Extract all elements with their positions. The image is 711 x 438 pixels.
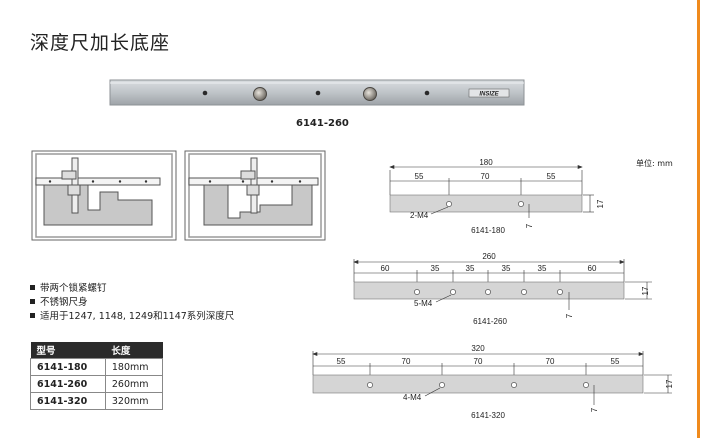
hole-callout: 2-M4 — [410, 211, 429, 220]
dim-segment: 60 — [588, 264, 597, 273]
header-model: 型号 — [30, 342, 106, 359]
cell-model: 6141-320 — [30, 392, 106, 410]
dim-height: 17 — [641, 286, 650, 295]
technical-drawing-6141-320 — [312, 351, 672, 405]
page-edge-stripe — [697, 0, 700, 438]
cell-length: 320mm — [104, 392, 164, 410]
brand-logo — [468, 88, 510, 98]
unit-label: 单位: mm — [636, 159, 673, 168]
page-title: 深度尺加长底座 — [30, 32, 171, 54]
table-header-row: 型号 长度 — [30, 342, 163, 359]
dim-segment: 70 — [546, 357, 555, 366]
technical-drawing-6141-180 — [389, 164, 594, 218]
table-row: 6141-180 180mm — [30, 358, 164, 376]
bullet-square-icon — [30, 299, 35, 304]
usage-illustration-1 — [31, 150, 177, 241]
bullet-square-icon — [30, 285, 35, 290]
cell-model: 6141-180 — [30, 358, 106, 376]
dim-segment: 60 — [381, 264, 390, 273]
table-row: 6141-260 260mm — [30, 375, 164, 393]
dim-segment: 55 — [415, 172, 424, 181]
drawing-model-label: 6141-180 — [471, 226, 505, 235]
header-length: 长度 — [105, 342, 163, 359]
cell-length: 260mm — [104, 375, 164, 393]
table-row: 6141-320 320mm — [30, 392, 164, 410]
dim-segment: 35 — [502, 264, 511, 273]
product-photo: INSIZE — [109, 79, 525, 106]
dim-segment: 70 — [474, 357, 483, 366]
feature-item: 带两个锁紧螺钉 — [30, 280, 107, 294]
dim-total: 180 — [479, 158, 493, 167]
locking-screw-icon — [363, 87, 377, 101]
brand-logo-text: INSIZE — [479, 91, 499, 97]
drawing-model-label: 6141-320 — [471, 411, 505, 420]
feature-text: 适用于1247, 1148, 1249和1147系列深度尺 — [40, 311, 235, 322]
dim-segment: 35 — [466, 264, 475, 273]
usage-illustration-2 — [184, 150, 326, 241]
photo-hole — [424, 90, 430, 96]
dim-hole-offset: 7 — [525, 223, 534, 228]
dim-segment: 55 — [337, 357, 346, 366]
drawing-model-label: 6141-260 — [473, 317, 507, 326]
bullet-square-icon — [30, 313, 35, 318]
dim-segment: 55 — [547, 172, 556, 181]
dim-height: 17 — [665, 379, 674, 388]
dim-segment: 55 — [611, 357, 620, 366]
hole-callout: 4-M4 — [403, 393, 422, 402]
locking-screw-icon — [253, 87, 267, 101]
photo-hole — [315, 90, 321, 96]
dim-hole-offset: 7 — [565, 313, 574, 318]
hole-callout: 5-M4 — [414, 299, 433, 308]
dim-height: 17 — [596, 199, 605, 208]
photo-caption: 6141-260 — [296, 118, 349, 129]
dim-segment: 70 — [481, 172, 490, 181]
dim-hole-offset: 7 — [590, 407, 599, 412]
cell-model: 6141-260 — [30, 375, 106, 393]
technical-drawing-6141-260 — [353, 259, 652, 310]
cell-length: 180mm — [104, 358, 164, 376]
feature-text: 带两个锁紧螺钉 — [40, 283, 107, 294]
dim-segment: 35 — [431, 264, 440, 273]
photo-hole — [202, 90, 208, 96]
dim-total: 260 — [482, 252, 496, 261]
feature-item: 适用于1247, 1148, 1249和1147系列深度尺 — [30, 308, 234, 322]
dim-total: 320 — [471, 344, 485, 353]
feature-text: 不锈钢尺身 — [40, 297, 88, 308]
spec-table: 型号 长度 6141-180 180mm 6141-260 260mm 6141… — [30, 342, 164, 410]
dim-segment: 70 — [402, 357, 411, 366]
dim-segment: 35 — [538, 264, 547, 273]
feature-item: 不锈钢尺身 — [30, 294, 88, 308]
